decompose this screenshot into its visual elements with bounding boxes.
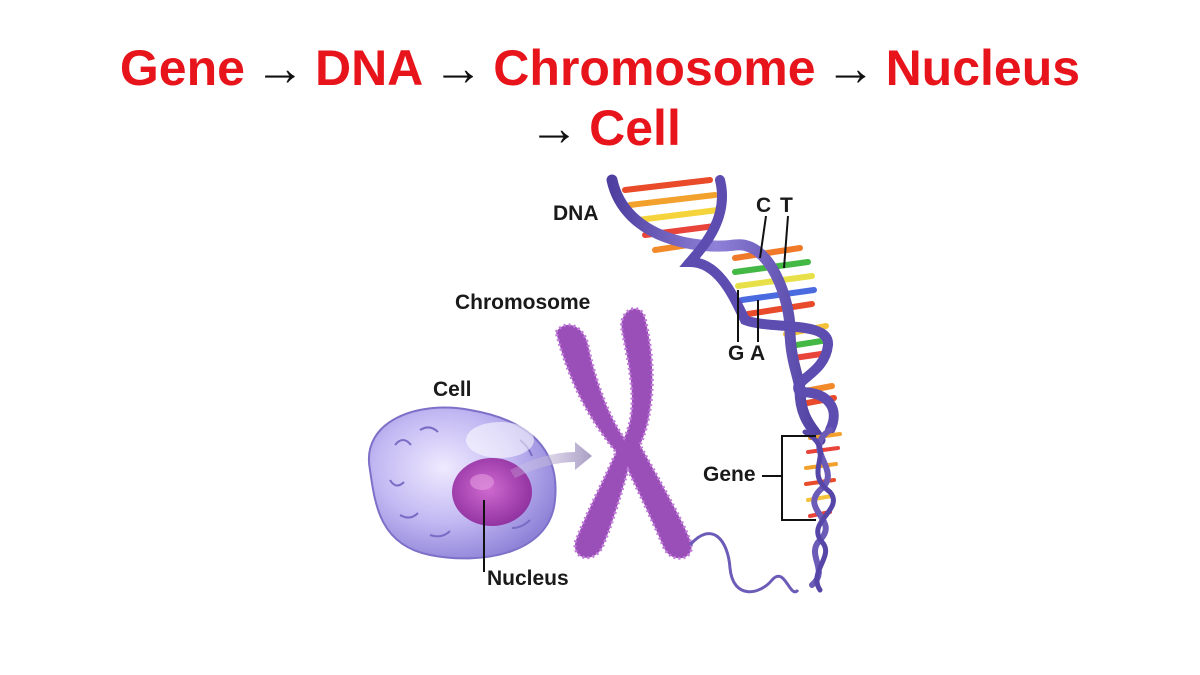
label-nucleus: Nucleus — [487, 567, 569, 591]
label-base-g: G — [728, 342, 744, 366]
label-cell: Cell — [433, 378, 472, 402]
label-gene: Gene — [703, 463, 756, 487]
dna-lower-helix — [805, 430, 840, 590]
label-base-t: T — [780, 194, 793, 218]
label-base-c: C — [756, 194, 771, 218]
label-chromosome: Chromosome — [455, 291, 590, 315]
chromatin-strand — [690, 534, 798, 592]
label-base-a: A — [750, 342, 765, 366]
chromosome-shape — [556, 309, 692, 559]
label-dna: DNA — [553, 202, 599, 226]
